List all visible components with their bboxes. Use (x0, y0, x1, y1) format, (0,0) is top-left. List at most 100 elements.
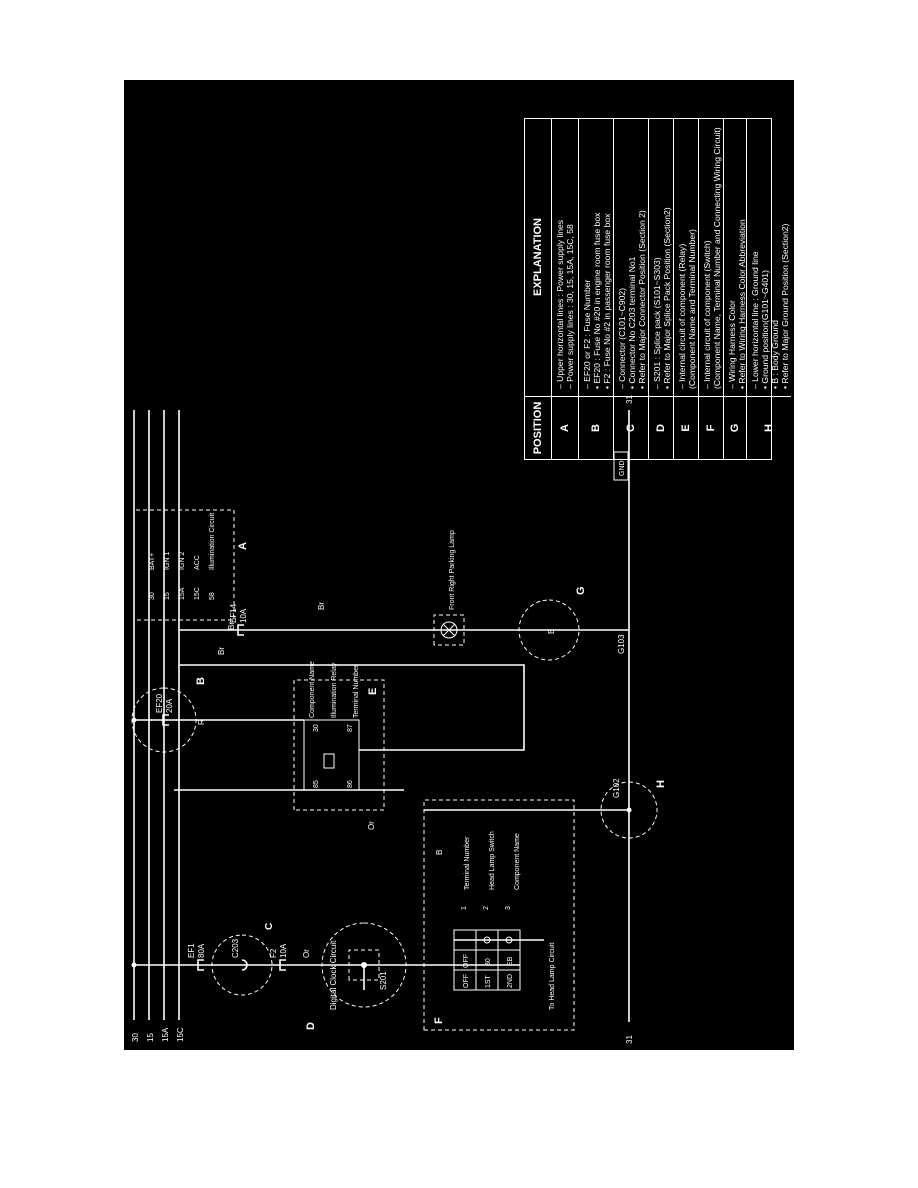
row-text: – Lower horizontal line : Ground line • … (750, 123, 790, 389)
splice-title: Digital Clock Circuit (329, 940, 338, 1010)
table-row: D – S201 : Splice pack (S101~S303) • Ref… (649, 119, 674, 459)
legend-term-15a: 15A (179, 587, 186, 600)
callout-h: H (655, 780, 667, 788)
fuse-ef1-symbol (197, 959, 204, 971)
legend-illumination: Illumination Circuit (209, 513, 216, 570)
table-row: F – Internal circuit of component (Switc… (699, 119, 724, 459)
row-key: F (699, 396, 723, 459)
relay-name: Illumination Relay (331, 662, 338, 718)
row-line: • EF20 : Fuse No #20 in engine room fuse… (592, 212, 602, 389)
col-position: POSITION (525, 396, 551, 459)
table-row: C – Connector (C101~C902) • Connector No… (614, 119, 649, 459)
fuse-ef20-name: EF20 (155, 693, 164, 713)
legend-ign1: IGN 1 (164, 552, 171, 570)
row-text: – Connector (C101~C902) • Connector No C… (617, 123, 647, 389)
switch-frame (423, 799, 575, 1031)
explanation-table: POSITION EXPLANATION A – Upper horizonta… (524, 118, 791, 460)
switch-circuit: To Head Lamp Circuit (549, 943, 556, 1010)
legend-term-58: 58 (209, 592, 216, 600)
row-text: – S201 : Splice pack (S101~S303) • Refer… (652, 123, 672, 389)
row-line: • Connector No C203 terminal No1 (627, 256, 637, 389)
switch-row-1st: 1ST (485, 974, 492, 988)
table-row: B – EF20 or F2 : Fuse Number • EF20 : Fu… (579, 119, 614, 459)
row-line: – Power supply lines : 30, 15, 15A, 15C,… (565, 224, 575, 389)
row-key: B (579, 396, 613, 459)
splice-s201: S201 (379, 971, 388, 990)
lamp-label: Front Right Parking Lamp (449, 530, 456, 610)
junction-dot (626, 807, 632, 813)
row-line: • Refer to Wiring Harness Color Abbrevia… (737, 219, 747, 389)
legend-acc: ACC (194, 555, 201, 570)
row-key: H (747, 396, 791, 459)
wire-color-r: R (197, 719, 206, 725)
lamp-cross (442, 623, 456, 637)
callout-b-circle (131, 687, 197, 753)
fuse-f2-symbol (279, 959, 286, 971)
switch-terminal-2: 2 (483, 906, 490, 910)
line-label-31-right: 31 (625, 395, 634, 404)
switch-component-label: Component Name (514, 833, 521, 890)
lamp-box (433, 614, 465, 646)
relay-frame (293, 679, 385, 811)
line-label-15a: 15A (161, 1027, 170, 1042)
table-header: POSITION EXPLANATION (525, 119, 552, 459)
row-key: E (674, 396, 698, 459)
row-line: • Refer to Major Ground Position (Sectio… (780, 223, 790, 389)
rotated-diagram: 30 15 15A 15C 31 31 EF1 80A C C203 F2 10… (124, 80, 794, 1050)
switch-terminal-1: 1 (461, 906, 468, 910)
row-key: C (614, 396, 648, 459)
callout-h-circle (600, 781, 658, 839)
switch-col-off: OFF (463, 954, 470, 968)
row-text: – EF20 or F2 : Fuse Number • EF20 : Fuse… (582, 123, 612, 389)
row-line: – Internal circuit of component (Switch) (702, 240, 712, 389)
fuse-ef1-name: EF1 (187, 943, 196, 958)
relay-terminal: Terminal Number (353, 664, 360, 718)
ground-g103: G103 (617, 634, 626, 654)
row-key: D (649, 396, 673, 459)
gnd-box (613, 451, 629, 481)
row-line: • B : Body Ground (770, 320, 780, 389)
ground-g102: G102 (612, 778, 621, 798)
row-text: – Wiring Harness Color • Refer to Wiring… (727, 123, 747, 389)
relay-body (303, 719, 360, 791)
fuse-ef14-rating: 10A (239, 608, 248, 623)
row-line: • Ground position(G101~G401) (760, 270, 770, 389)
fuse-ef14-name: EF14 (229, 603, 238, 623)
line-label-15c: 15C (176, 1027, 185, 1042)
row-line: – Connector (C101~C902) (617, 287, 627, 389)
switch-terminal-3: 3 (505, 906, 512, 910)
table-row: A – Upper horizontal lines : Power suppl… (552, 119, 579, 459)
diagram-sheet: 30 15 15A 15C 31 31 EF1 80A C C203 F2 10… (124, 80, 794, 1050)
switch-row-2nd: 2ND (507, 974, 514, 988)
legend-ign2: IGN 2 (179, 552, 186, 570)
relay-component: Component Name (309, 661, 316, 718)
wiring-diagram: 30 15 15A 15C 31 31 EF1 80A C C203 F2 10… (131, 395, 667, 1044)
callout-g: G (575, 586, 587, 595)
switch-name: Head Lamp Switch (489, 831, 496, 890)
row-key: G (724, 396, 746, 459)
line-label-30: 30 (131, 1033, 140, 1042)
row-line: • Refer to Major Splice Pack Position (S… (662, 207, 672, 389)
row-line: – EF20 or F2 : Fuse Number (582, 279, 592, 389)
col-explanation: EXPLANATION (532, 217, 544, 297)
relay-pin-86: 86 (347, 780, 354, 788)
legend-bat: BAT+ (149, 553, 156, 570)
callout-d: D (305, 1022, 317, 1030)
ground-e: E (547, 629, 556, 634)
fuse-ef1-rating: 80A (197, 943, 206, 958)
relay-pin-85: 85 (313, 780, 320, 788)
switch-col-eb: EB (507, 956, 514, 966)
table-row: G – Wiring Harness Color • Refer to Wiri… (724, 119, 747, 459)
relay-coil (323, 753, 335, 769)
callout-f: F (433, 1017, 445, 1024)
callout-e: E (367, 688, 379, 695)
wire-color-or-2: Or (367, 821, 376, 830)
connector-c203: C203 (231, 938, 240, 958)
row-line: – Wiring Harness Color (727, 300, 737, 389)
wire (179, 664, 525, 751)
wire-color-br-3: Br (317, 602, 326, 610)
fuse-ef20-symbol (162, 714, 169, 726)
lamp-symbol (440, 621, 458, 639)
callout-c: C (264, 923, 275, 930)
wire-color-or-1: Or (302, 949, 311, 958)
